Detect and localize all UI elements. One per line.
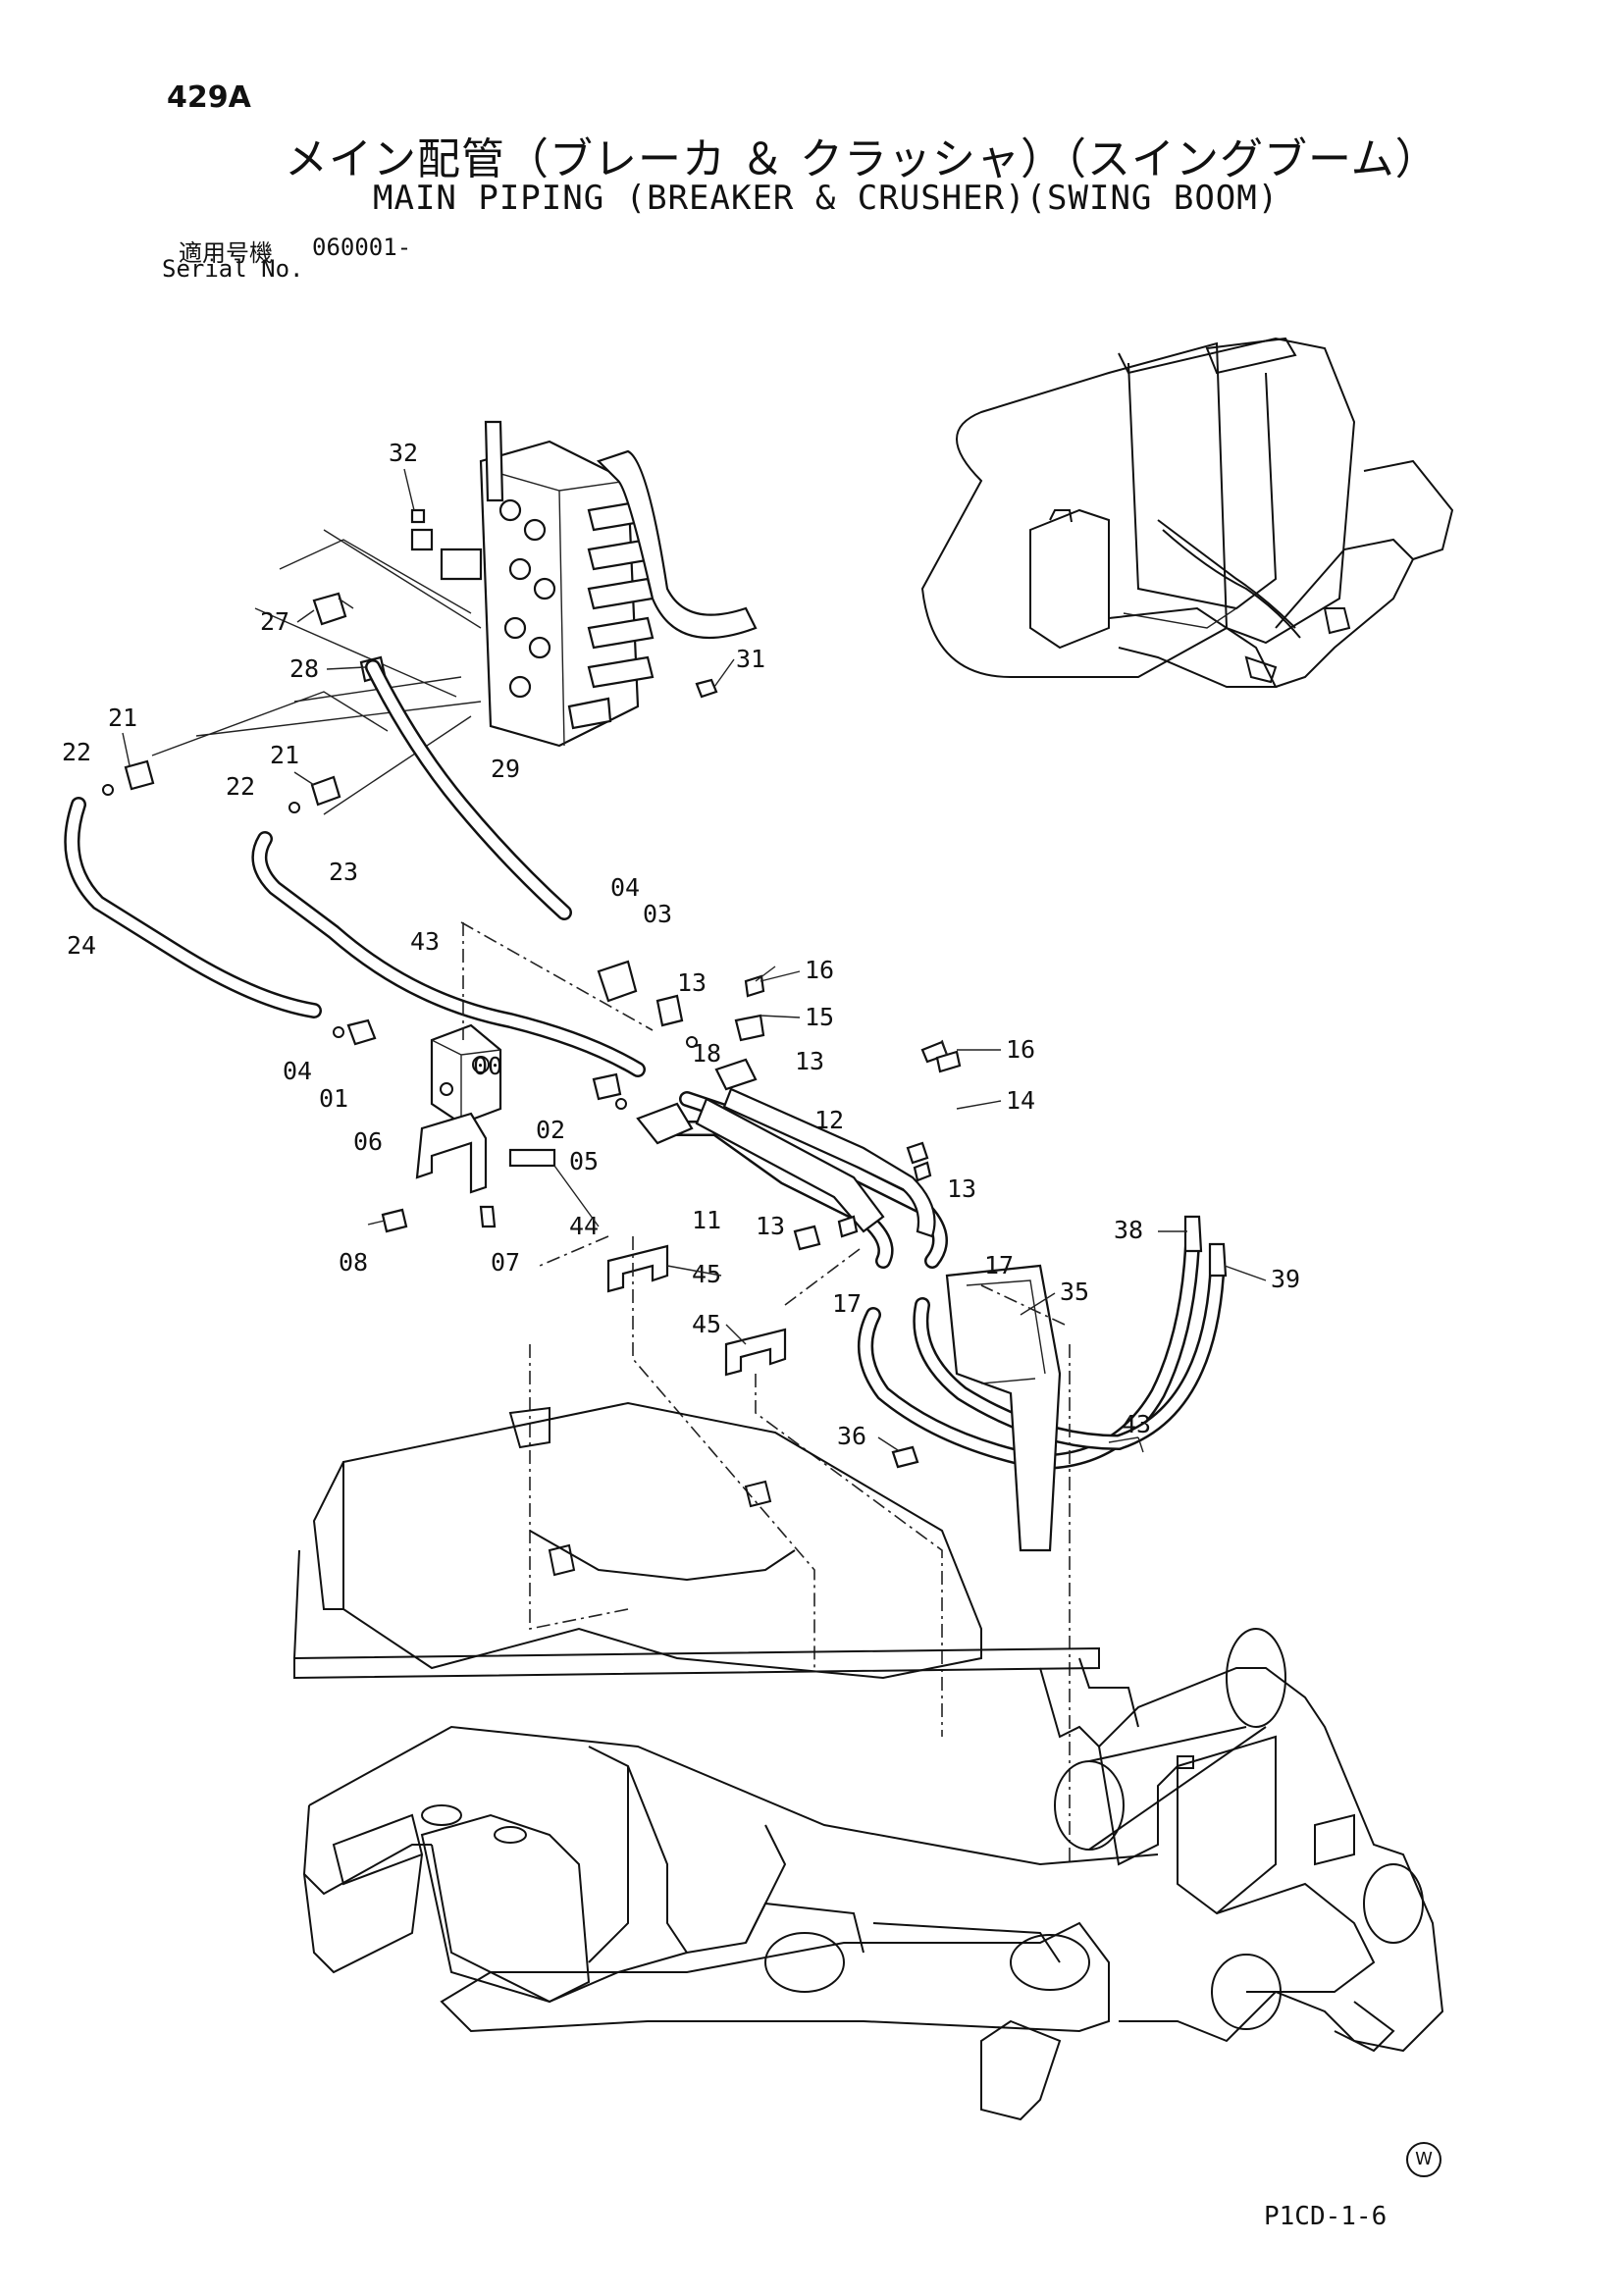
callout-43a: 43 bbox=[410, 927, 440, 956]
title-japanese: メイン配管（ブレーカ ＆ クラッシャ）（スイングブーム） bbox=[285, 134, 1440, 184]
swing-boom bbox=[293, 1401, 1444, 2121]
callout-08: 08 bbox=[339, 1248, 368, 1277]
callout-13b: 13 bbox=[795, 1047, 824, 1075]
callout-13d: 13 bbox=[756, 1212, 785, 1240]
copyright-mark: W bbox=[1406, 2142, 1441, 2177]
document-code: P1CD-1-6 bbox=[1264, 2202, 1388, 2231]
callout-13a: 13 bbox=[677, 968, 707, 997]
callout-07: 07 bbox=[491, 1248, 520, 1277]
control-valve bbox=[410, 420, 758, 748]
callout-leaders bbox=[122, 468, 1267, 1453]
callout-labels: 32 27 28 31 21 22 21 22 29 24 23 04 03 4… bbox=[62, 439, 1300, 1450]
callout-17a: 17 bbox=[984, 1251, 1014, 1279]
callout-17b: 17 bbox=[832, 1289, 862, 1318]
callout-21a: 21 bbox=[108, 704, 137, 732]
callout-00: 00 bbox=[473, 1052, 502, 1080]
callout-06: 06 bbox=[353, 1127, 383, 1156]
callout-16b: 16 bbox=[1006, 1035, 1035, 1064]
callout-36: 36 bbox=[837, 1422, 866, 1450]
serial-label-japanese: 適用号機 bbox=[179, 239, 273, 267]
serial-value: 060001- bbox=[312, 234, 412, 261]
callout-32: 32 bbox=[389, 439, 418, 467]
callout-04b: 04 bbox=[283, 1057, 312, 1085]
callout-01: 01 bbox=[319, 1084, 348, 1113]
callout-12: 12 bbox=[814, 1106, 844, 1134]
callout-03: 03 bbox=[643, 900, 672, 928]
callout-22b: 22 bbox=[226, 772, 255, 801]
callout-11: 11 bbox=[692, 1206, 721, 1234]
pipe-assembly bbox=[333, 960, 1062, 1552]
callout-18: 18 bbox=[692, 1039, 721, 1068]
callout-43b: 43 bbox=[1122, 1410, 1151, 1438]
callout-02: 02 bbox=[536, 1116, 565, 1144]
page-number: 429A bbox=[167, 80, 251, 115]
callout-44: 44 bbox=[569, 1212, 599, 1240]
callout-21b: 21 bbox=[270, 741, 299, 769]
callout-23: 23 bbox=[329, 858, 358, 886]
title-english: MAIN PIPING (BREAKER & CRUSHER)(SWING BO… bbox=[373, 179, 1280, 218]
callout-29: 29 bbox=[491, 755, 520, 783]
callout-39: 39 bbox=[1271, 1265, 1300, 1293]
callout-15: 15 bbox=[805, 1003, 834, 1031]
callout-16a: 16 bbox=[805, 956, 834, 984]
callout-35: 35 bbox=[1060, 1278, 1089, 1306]
excavator-overview bbox=[920, 337, 1454, 688]
callout-24: 24 bbox=[67, 931, 96, 960]
callout-04a: 04 bbox=[610, 873, 640, 902]
callout-28: 28 bbox=[289, 654, 319, 683]
callout-22a: 22 bbox=[62, 738, 91, 766]
callout-45b: 45 bbox=[692, 1310, 721, 1338]
callout-31: 31 bbox=[736, 645, 765, 673]
callout-27: 27 bbox=[260, 607, 289, 636]
callout-38: 38 bbox=[1114, 1216, 1143, 1244]
callout-14: 14 bbox=[1006, 1086, 1035, 1115]
callout-05: 05 bbox=[569, 1147, 599, 1175]
callout-13c: 13 bbox=[947, 1174, 976, 1203]
serial-label-english: Serial No. bbox=[162, 255, 304, 283]
